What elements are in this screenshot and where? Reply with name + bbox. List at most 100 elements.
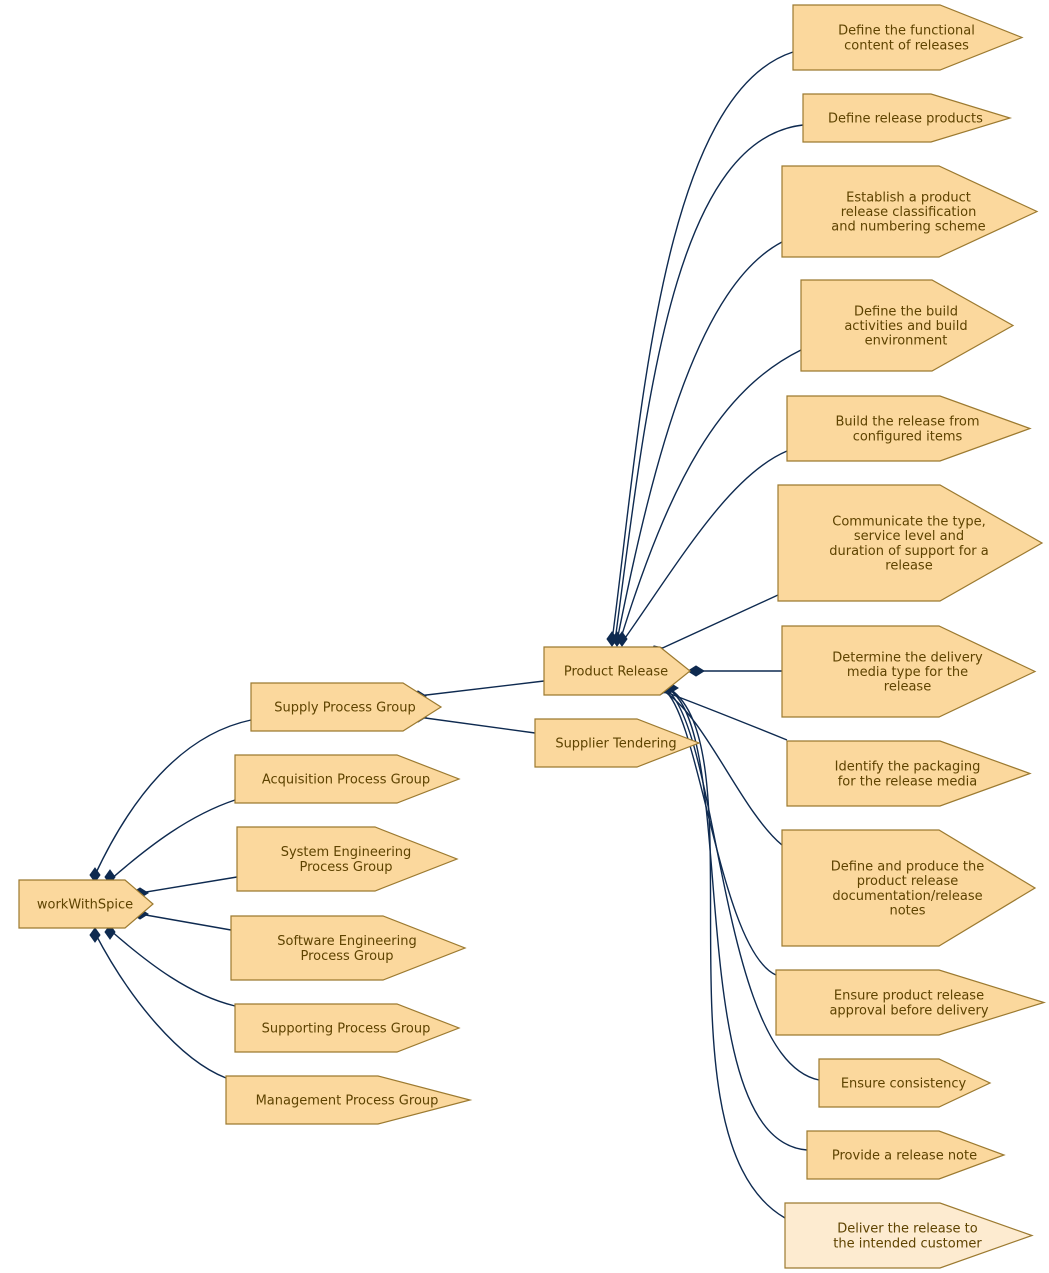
edge-product_release-pr3: [616, 241, 783, 642]
edge-root-acquisition: [109, 799, 236, 881]
node-label: Product Release: [564, 665, 668, 680]
node-label: Build the release from: [835, 415, 979, 430]
node-shape: [786, 740, 1032, 807]
edge-product_release-pr8: [659, 689, 788, 741]
node-label: Supplier Tendering: [555, 737, 676, 752]
node-supply[interactable]: Supply Process Group: [250, 682, 443, 732]
node-label: Define the build: [854, 304, 958, 319]
node-label: activities and build: [844, 319, 967, 334]
node-label: Management Process Group: [256, 1094, 439, 1109]
edge-product_release-pr5: [622, 450, 788, 642]
node-shape: [775, 969, 1047, 1036]
node-label: media type for the: [847, 665, 968, 680]
node-label: release: [885, 558, 932, 573]
node-shape: [543, 646, 691, 696]
node-acquisition[interactable]: Acquisition Process Group: [234, 754, 461, 804]
node-shape: [802, 93, 1013, 143]
edge-root-system_eng: [139, 876, 238, 894]
node-label: release: [884, 680, 931, 695]
node-management[interactable]: Management Process Group: [225, 1075, 473, 1125]
node-label: approval before delivery: [829, 1003, 988, 1018]
node-label: environment: [865, 334, 948, 349]
node-shape: [786, 395, 1032, 462]
node-shape: [234, 754, 461, 804]
edge-root-supporting: [109, 929, 236, 1007]
edge-product_release-pr4: [619, 349, 802, 642]
node-label: Provide a release note: [832, 1149, 977, 1164]
node-pr2[interactable]: Define release products: [802, 93, 1013, 143]
node-label: Communicate the type,: [832, 515, 985, 530]
edge-product_release-pr12: [667, 688, 808, 1151]
node-shape: [781, 829, 1037, 947]
node-shape: [225, 1075, 473, 1125]
node-supplier-tendering[interactable]: Supplier Tendering: [534, 718, 701, 768]
edges-layer: [94, 51, 820, 1219]
edge-product_release-pr2: [614, 124, 804, 642]
node-label: Ensure consistency: [841, 1077, 967, 1092]
node-label: configured items: [853, 429, 963, 444]
edge-product_release-pr13: [669, 688, 786, 1219]
edge-supply-supplier_tendering: [417, 716, 536, 734]
node-label: content of releases: [844, 38, 969, 53]
node-pr12[interactable]: Provide a release note: [806, 1130, 1006, 1180]
node-label: Supporting Process Group: [262, 1022, 431, 1037]
node-label: Define and produce the: [831, 860, 985, 875]
edge-product_release-pr11: [665, 688, 820, 1081]
node-shape: [781, 625, 1037, 718]
node-label: service level and: [854, 529, 964, 544]
edge-root-management: [94, 932, 227, 1079]
node-label: documentation/release: [832, 889, 982, 904]
composition-diamond-icon: [687, 665, 705, 677]
edge-product_release-pr6: [655, 594, 779, 652]
node-shape: [234, 1003, 461, 1053]
node-label: Software Engineering: [277, 934, 416, 949]
node-label: workWithSpice: [37, 898, 133, 913]
node-label: Define release products: [828, 112, 983, 127]
node-label: Ensure product release: [834, 989, 984, 1004]
node-shape: [792, 4, 1024, 71]
node-label: Supply Process Group: [274, 701, 415, 716]
node-label: Process Group: [299, 860, 392, 875]
nodes-layer: workWithSpice Supply Process GroupAcquisi…: [18, 4, 1047, 1269]
node-shape: [236, 826, 459, 892]
node-label: Determine the delivery: [832, 650, 983, 665]
composition-diamond-icon: [616, 631, 628, 647]
node-shape: [800, 279, 1015, 372]
node-label: release classification: [841, 205, 977, 220]
node-shape: [781, 165, 1039, 258]
node-pr11[interactable]: Ensure consistency: [818, 1058, 992, 1108]
node-label: for the release media: [838, 774, 978, 789]
node-label: and numbering scheme: [831, 220, 985, 235]
node-supporting[interactable]: Supporting Process Group: [234, 1003, 461, 1053]
node-shape: [18, 879, 154, 929]
node-shape: [777, 484, 1044, 602]
node-label: System Engineering: [281, 845, 412, 860]
node-shape: [784, 1202, 1034, 1269]
node-label: Define the functional: [838, 24, 975, 39]
node-label: Process Group: [300, 949, 393, 964]
node-product-release[interactable]: Product Release: [543, 646, 691, 696]
node-label: the intended customer: [833, 1236, 982, 1251]
node-shape: [230, 915, 467, 981]
node-label: product release: [857, 874, 959, 889]
edge-product_release-pr1: [611, 51, 794, 642]
node-pr6[interactable]: Communicate the type,service level anddu…: [777, 484, 1044, 602]
edge-product_release-pr10: [663, 689, 777, 976]
node-root[interactable]: workWithSpice: [18, 879, 154, 929]
edge-root-supply: [94, 719, 252, 876]
node-label: Establish a product: [846, 190, 971, 205]
node-shape: [806, 1130, 1006, 1180]
edge-root-software_eng: [139, 913, 232, 931]
